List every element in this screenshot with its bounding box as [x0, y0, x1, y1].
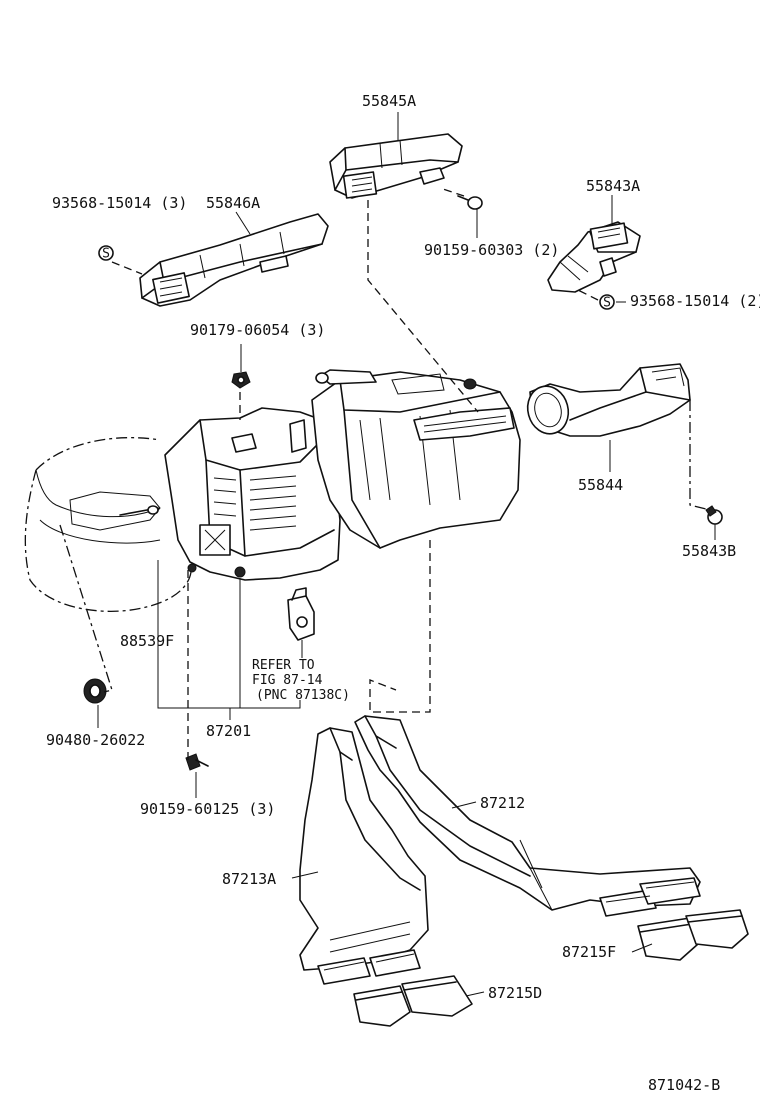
clip-symbol-right: S	[599, 294, 615, 311]
label-88539f: 88539F	[120, 632, 174, 650]
part-labels: 55845A 55846A 93568-15014 (3) 55843A 901…	[46, 92, 760, 1002]
louvers-drawing	[353, 909, 749, 1027]
label-90159-60125: 90159-60125 (3)	[140, 800, 275, 818]
leader-lines	[97, 112, 716, 997]
svg-text:REFER TO: REFER TO	[252, 658, 315, 673]
fasteners-drawing	[83, 195, 723, 771]
duct-55844-drawing	[526, 363, 691, 437]
label-93568-right: 93568-15014 (2)	[630, 292, 760, 310]
label-87213a: 87213A	[222, 870, 276, 888]
label-90480: 90480-26022	[46, 731, 145, 749]
label-55843a: 55843A	[586, 177, 640, 195]
label-55846a: 55846A	[206, 194, 260, 212]
label-55843b: 55843B	[682, 542, 736, 560]
label-87212: 87212	[480, 794, 525, 812]
duct-55843a-drawing	[547, 221, 641, 293]
duct-55845a-drawing	[329, 133, 463, 199]
heater-unit-87201-drawing	[24, 369, 521, 612]
label-90179: 90179-06054 (3)	[190, 321, 325, 339]
label-93568-left: 93568-15014 (3)	[52, 194, 187, 212]
label-55844: 55844	[578, 476, 623, 494]
svg-text:FIG 87-14: FIG 87-14	[252, 673, 323, 688]
diagram-id: 871042-B	[648, 1076, 720, 1094]
label-87215d: 87215D	[488, 984, 542, 1002]
duct-87213a-drawing	[299, 727, 429, 985]
label-90159-60303: 90159-60303 (2)	[424, 241, 559, 259]
label-55845a: 55845A	[362, 92, 416, 110]
clip-symbol-left: S	[98, 245, 114, 262]
svg-text:(PNC 87138C): (PNC 87138C)	[256, 688, 350, 703]
duct-87212-drawing	[354, 715, 701, 917]
svg-text:S: S	[102, 247, 110, 262]
label-87201: 87201	[206, 722, 251, 740]
label-87215f: 87215F	[562, 943, 616, 961]
refer-note: REFER TO FIG 87-14 (PNC 87138C)	[252, 658, 350, 703]
assembly-dashed-lines	[59, 187, 711, 760]
svg-text:S: S	[603, 296, 611, 311]
duct-55846a-drawing	[139, 213, 329, 307]
